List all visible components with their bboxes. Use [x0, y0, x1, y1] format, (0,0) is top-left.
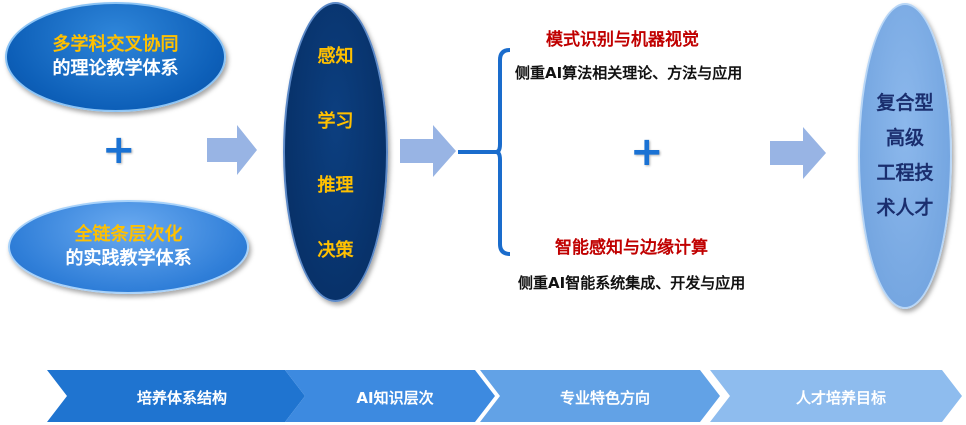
- stage-label: 培养体系结构: [136, 388, 227, 407]
- ai-level: 学习: [317, 110, 354, 132]
- chevron-shape: [285, 370, 495, 422]
- practice-line2: 的实践教学体系: [65, 248, 192, 269]
- ai-level: 感知: [317, 46, 354, 67]
- theory-line1: 多学科交叉协同: [52, 34, 179, 55]
- goal-line: 术人才: [876, 197, 934, 219]
- ai-levels-ellipse: 感知 学习 推理 决策: [283, 2, 388, 302]
- stage-label: 专业特色方向: [559, 388, 650, 407]
- goal-line: 复合型: [876, 92, 934, 114]
- theory-line2: 的理论教学体系: [52, 58, 179, 79]
- bracket-icon: [458, 48, 511, 256]
- arrow-icon: [207, 125, 257, 175]
- chevron-shape: [480, 370, 720, 422]
- stage-chevrons: [47, 370, 962, 422]
- practice-line1: 全链条层次化: [74, 224, 183, 245]
- chevron-shape: [710, 370, 962, 422]
- direction-desc: 侧重AI算法相关理论、方法与应用: [515, 64, 743, 82]
- stage-label: AI知识层次: [356, 388, 434, 407]
- plus-icon: +: [630, 129, 664, 175]
- direction-title: 智能感知与边缘计算: [555, 238, 708, 258]
- ai-level: 决策: [317, 239, 354, 261]
- plus-icon: +: [102, 127, 136, 173]
- stage-label: 人才培养目标: [795, 388, 886, 407]
- chevron-shape: [47, 370, 305, 422]
- direction-desc: 侧重AI智能系统集成、开发与应用: [518, 274, 746, 292]
- arrow-icon: [770, 127, 826, 179]
- goal-ellipse: 复合型 高级 工程技 术人才: [858, 3, 952, 309]
- ai-level: 推理: [317, 175, 354, 197]
- goal-line: 工程技: [876, 162, 934, 184]
- practice-system-ellipse: 全链条层次化 的实践教学体系: [8, 200, 249, 294]
- arrow-icon: [400, 125, 456, 177]
- theory-system-ellipse: 多学科交叉协同 的理论教学体系: [5, 2, 226, 112]
- goal-line: 高级: [885, 127, 924, 149]
- direction-title: 模式识别与机器视觉: [546, 30, 699, 50]
